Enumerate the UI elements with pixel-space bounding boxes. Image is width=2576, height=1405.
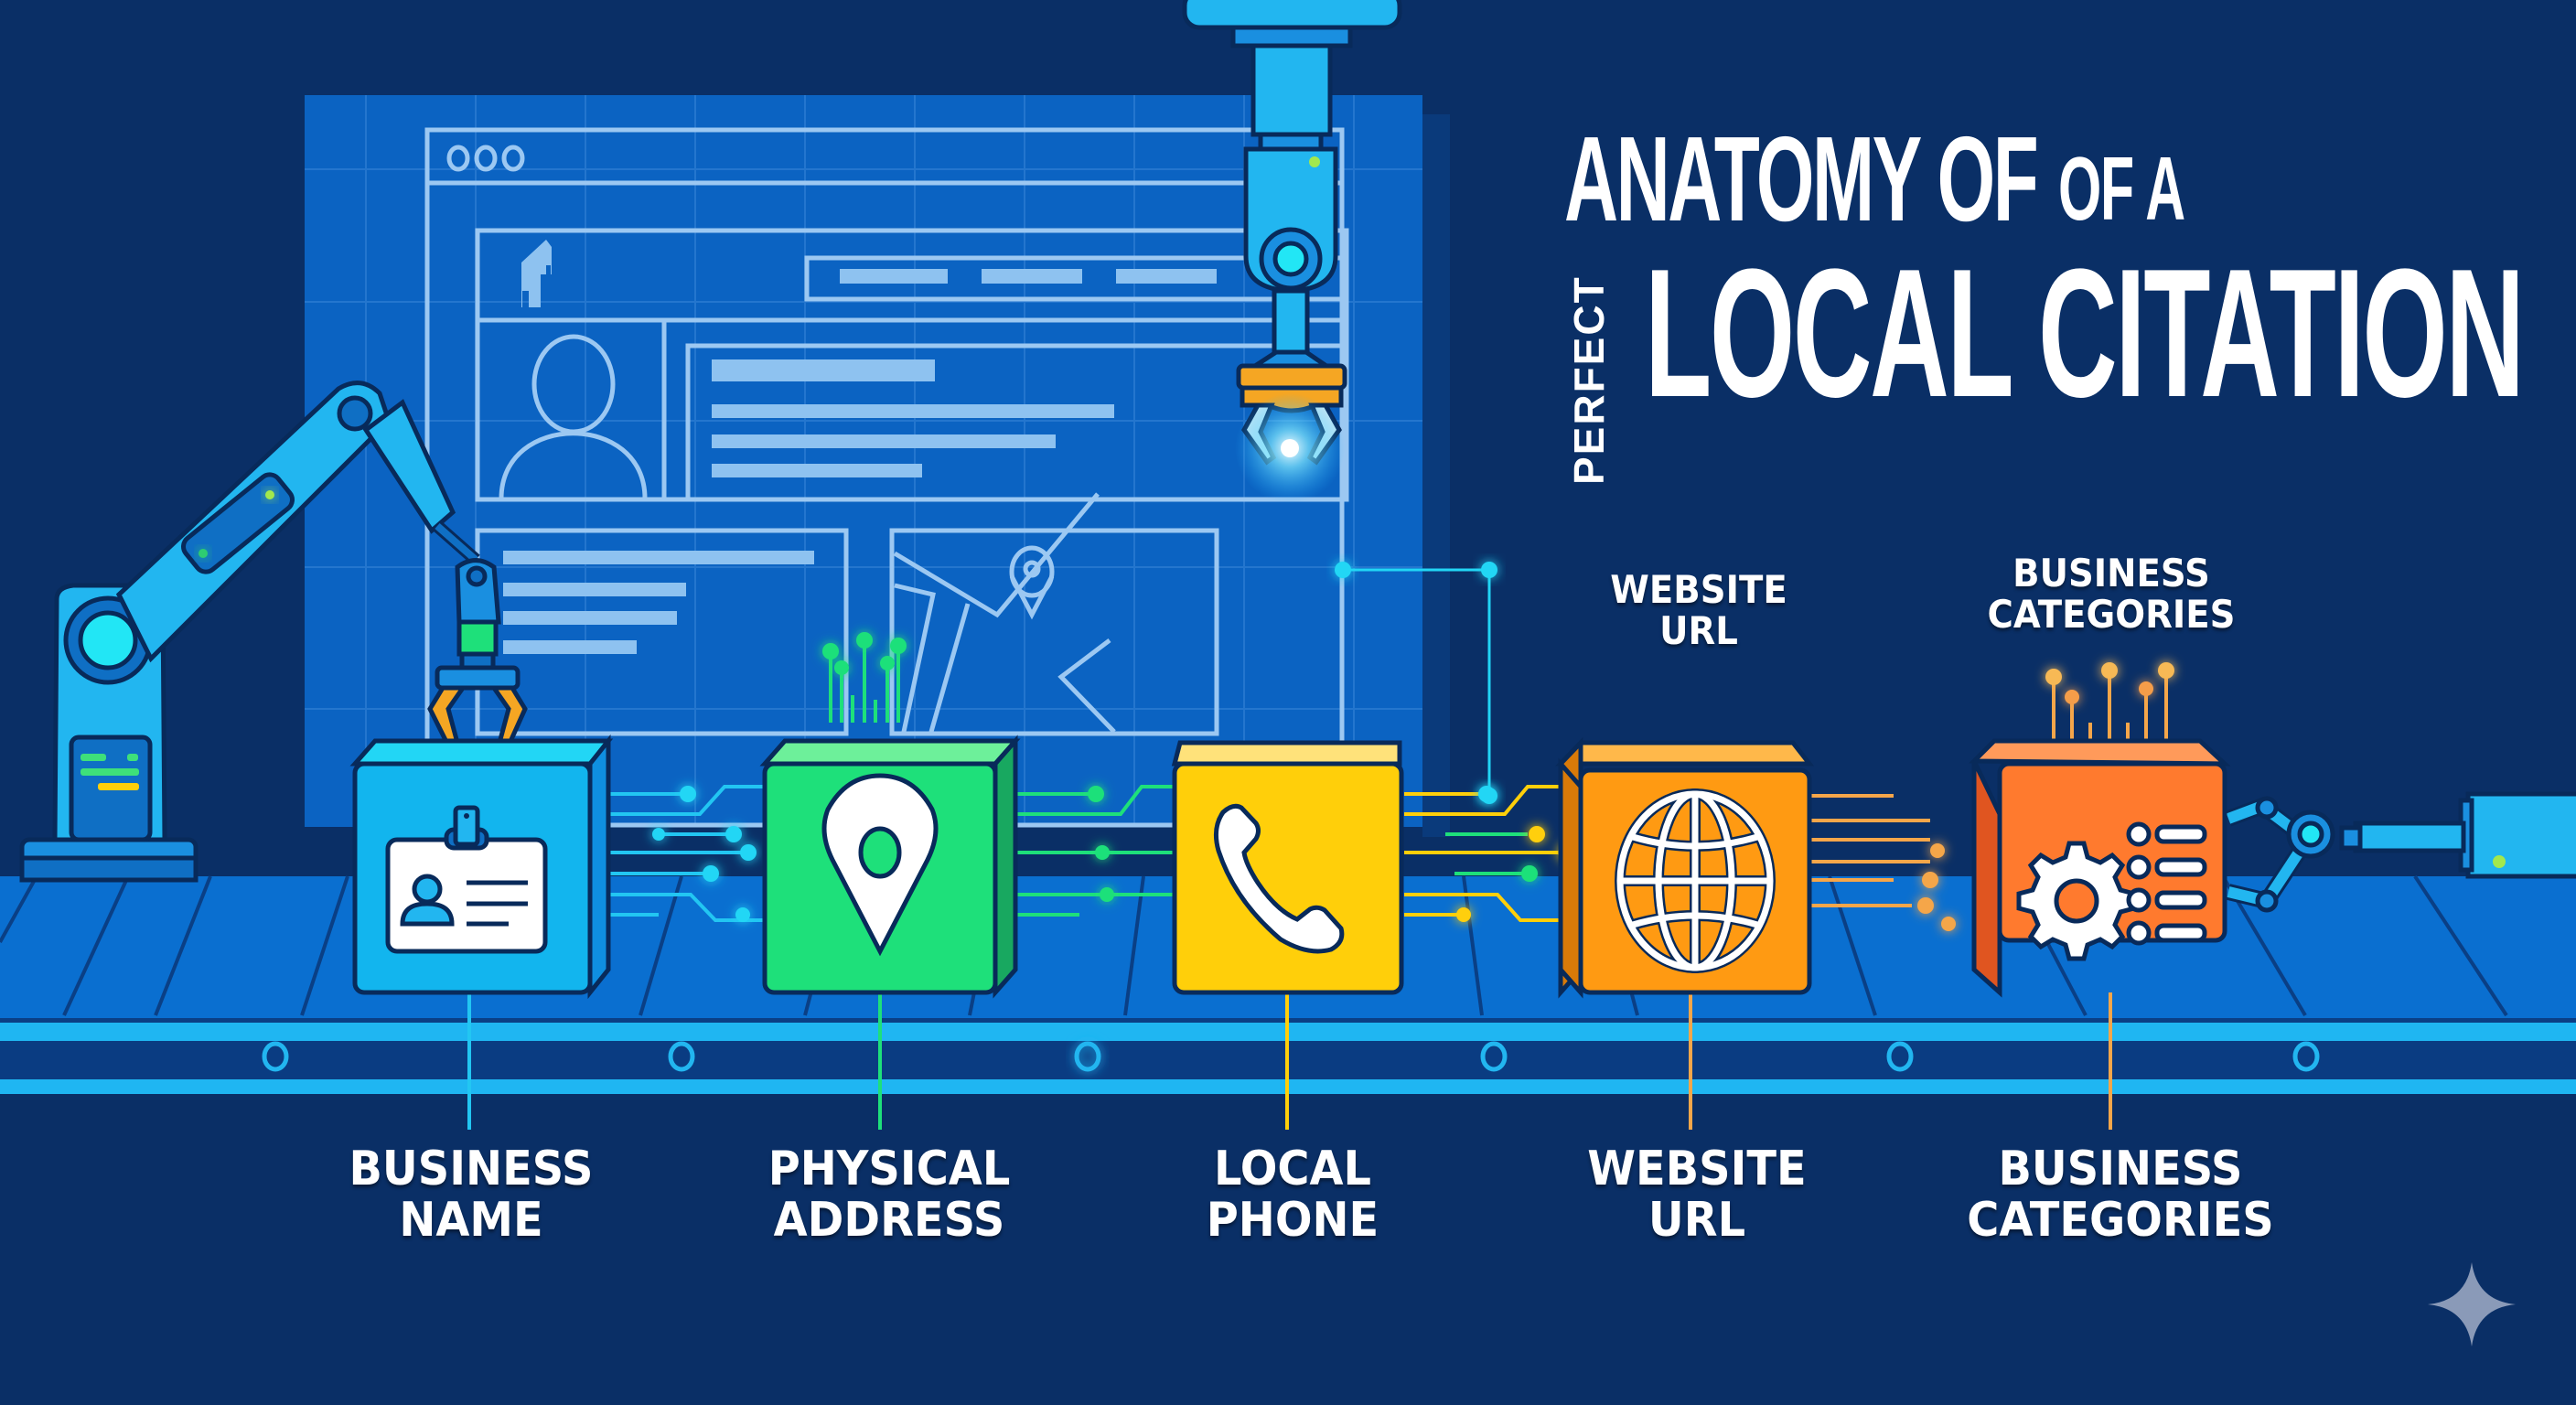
circuit-connections <box>599 647 2168 922</box>
title-anatomy: ANATOMY OF <box>1564 112 2039 246</box>
gear-list-icon <box>2016 821 2207 961</box>
top-label-website-url: WEBSITE URL <box>1610 567 1787 654</box>
title-local-citation: LOCAL CITATION <box>1645 231 2525 435</box>
circuit-nodes <box>652 632 2174 931</box>
map-pin-icon <box>821 773 939 957</box>
title-line-1: ANATOMY OF <box>1564 110 2326 248</box>
id-badge-icon <box>385 805 548 954</box>
title-of-a: OF A <box>2058 138 2185 239</box>
label-website-url: WEBSITE URL <box>1587 1142 1807 1249</box>
left-robot-arm <box>19 381 528 883</box>
right-robot-arm <box>2225 791 2576 913</box>
top-label-business-categories: BUSINESS CATEGORIES <box>1987 551 2236 638</box>
local-phone-box <box>1171 740 1404 995</box>
label-physical-address: PHYSICAL ADDRESS <box>767 1142 1011 1249</box>
label-business-categories: BUSINESS CATEGORIES <box>1967 1142 2274 1249</box>
label-business-name: BUSINESS NAME <box>349 1142 594 1249</box>
phone-icon <box>1213 803 1345 954</box>
label-drop-lines <box>467 992 2112 1130</box>
title-perfect-vertical: PERFECT <box>1565 275 1613 485</box>
sparkle-icon <box>2428 1262 2516 1346</box>
label-local-phone: LOCAL PHONE <box>1206 1142 1379 1249</box>
globe-icon <box>1615 788 1776 973</box>
blueprint-webpage-panel <box>305 95 1450 837</box>
